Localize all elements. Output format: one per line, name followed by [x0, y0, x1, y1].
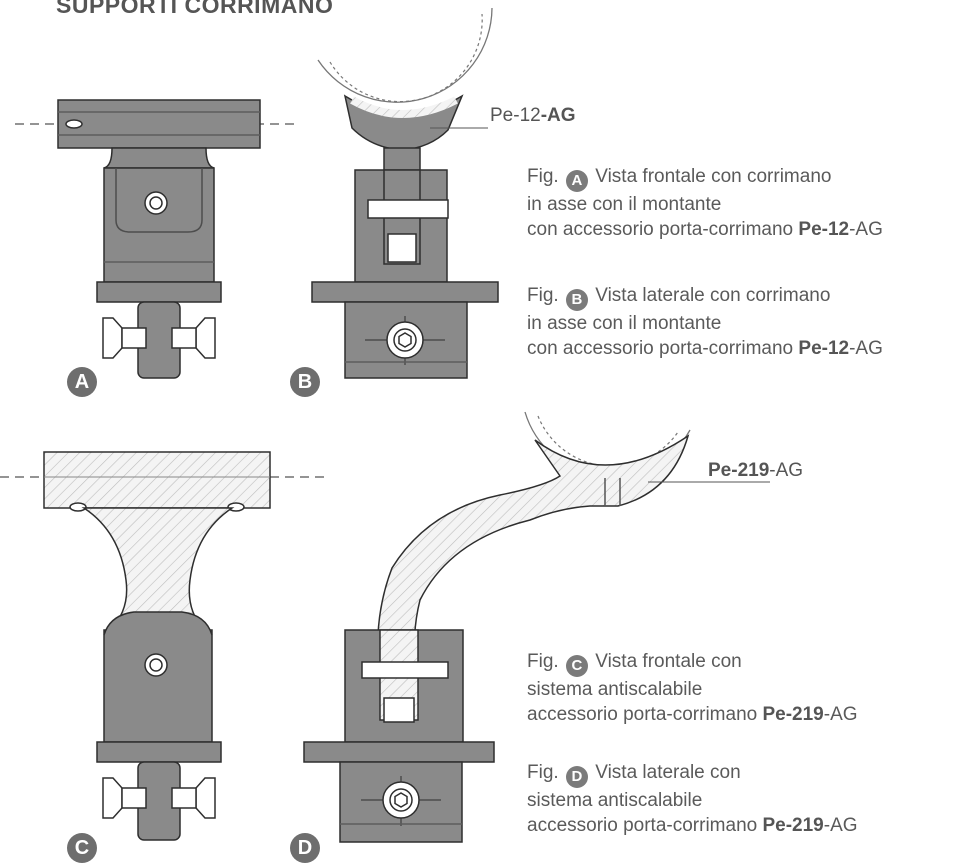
caption-d-fig: Fig. — [527, 762, 559, 783]
caption-b-badge: B — [565, 289, 588, 311]
caption-b-line1: Vista laterale con corrimano — [595, 285, 831, 306]
caption-b-fig: Fig. — [527, 285, 559, 306]
caption-c: Fig. C Vista frontale con sistema antisc… — [527, 649, 858, 727]
caption-c-badge: C — [565, 655, 588, 677]
caption-d-code-suffix: -AG — [823, 815, 858, 836]
caption-a-code-suffix: -AG — [849, 219, 883, 240]
caption-b-line2: in asse con il montante — [527, 313, 722, 334]
figure-d-drawing — [303, 411, 770, 843]
caption-a: Fig. A Vista frontale con corrimano in a… — [527, 164, 883, 242]
callout-pe12: Pe-12-AG — [490, 105, 576, 127]
caption-b-line3: con accessorio porta-corrimano — [527, 338, 794, 359]
figure-letter-d: D — [290, 833, 320, 863]
callout-pe12-code: Pe-12 — [490, 105, 541, 126]
figure-letter-a: A — [67, 367, 97, 397]
caption-b: Fig. B Vista laterale con corrimano in a… — [527, 283, 883, 361]
caption-c-line2: sistema antiscalabile — [527, 679, 703, 700]
caption-a-line3: con accessorio porta-corrimano — [527, 219, 794, 240]
caption-c-line1: Vista frontale con — [595, 651, 742, 672]
caption-d-badge: D — [565, 766, 588, 788]
caption-c-code-suffix: -AG — [823, 704, 858, 725]
caption-a-badge: A — [565, 170, 588, 192]
caption-d-line1: Vista laterale con — [595, 762, 741, 783]
figure-c-drawing — [0, 451, 330, 841]
page-title: SUPPORTI CORRIMANO — [56, 0, 334, 18]
callout-pe219-code: Pe-219 — [708, 460, 770, 481]
figure-a-drawing — [15, 99, 300, 379]
caption-d: Fig. D Vista laterale con sistema antisc… — [527, 760, 858, 838]
caption-c-fig: Fig. — [527, 651, 559, 672]
figure-letter-c: C — [67, 833, 97, 863]
figure-b-drawing — [311, 7, 499, 379]
callout-pe219: Pe-219-AG — [708, 460, 803, 482]
caption-a-code: Pe-12 — [798, 219, 850, 240]
caption-c-line3: accessorio porta-corrimano — [527, 704, 758, 725]
caption-b-code-suffix: -AG — [849, 338, 883, 359]
caption-a-line2: in asse con il montante — [527, 194, 722, 215]
caption-d-line2: sistema antiscalabile — [527, 790, 703, 811]
caption-c-code: Pe-219 — [762, 704, 824, 725]
callout-pe12-suffix: -AG — [540, 105, 576, 126]
caption-d-line3: accessorio porta-corrimano — [527, 815, 758, 836]
caption-a-line1: Vista frontale con corrimano — [595, 166, 832, 187]
caption-a-fig: Fig. — [527, 166, 559, 187]
figure-letter-b: B — [290, 367, 320, 397]
caption-d-code: Pe-219 — [762, 815, 824, 836]
caption-b-code: Pe-12 — [798, 338, 850, 359]
callout-pe219-suffix: -AG — [769, 460, 804, 481]
